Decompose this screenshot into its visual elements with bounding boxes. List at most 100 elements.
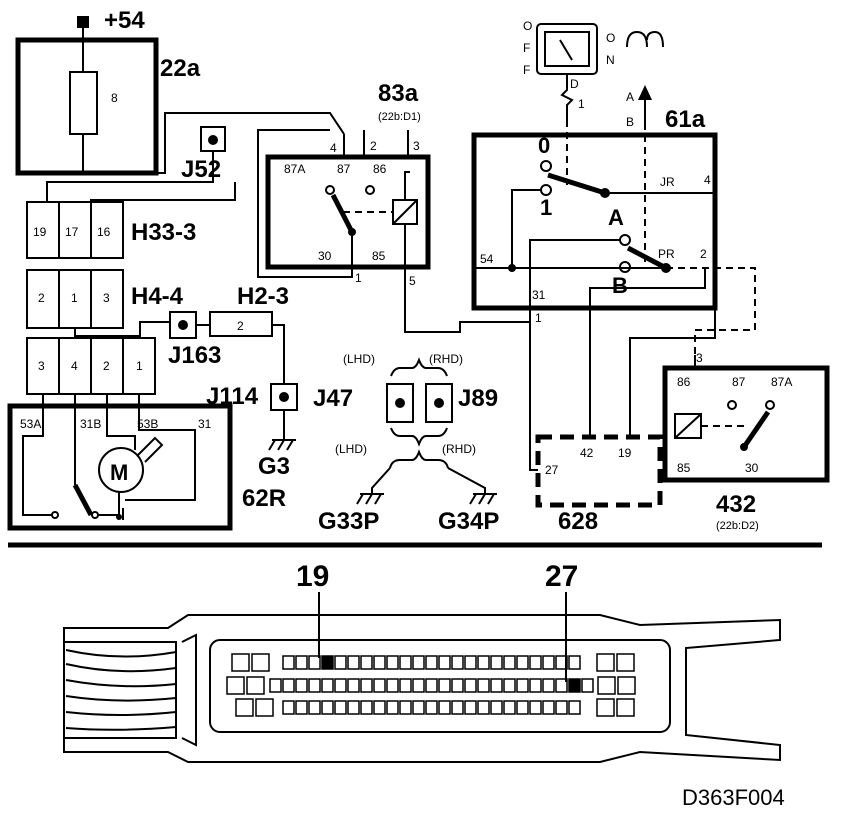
j89-pin <box>434 398 444 408</box>
wire-motor-53a <box>22 394 52 516</box>
h4-4-label: H4-4 <box>131 283 184 310</box>
fuse-box-22a: 8 22a <box>15 37 201 176</box>
contact-a <box>619 234 631 246</box>
relay-432-pin-87a: 87A <box>771 375 792 389</box>
wire-j52-branch <box>90 182 236 201</box>
connector-pin <box>490 655 503 670</box>
bundle-line-1 <box>65 649 177 658</box>
connector-pin <box>555 700 568 715</box>
connector-pin-large <box>596 653 615 672</box>
connector-pin-large <box>616 698 635 717</box>
ground-g34p-label: G34P <box>438 508 499 535</box>
wire-83a-85-to-61a <box>404 267 530 333</box>
ground-g34p-hatch-3 <box>487 493 495 505</box>
wiper-motor-pin-31b: 31B <box>80 417 101 431</box>
connector-h2-3: H2-3 2 <box>209 283 289 337</box>
ground-g3-hatch-3 <box>286 439 294 451</box>
connector-pin <box>516 700 529 715</box>
connector-pin <box>464 678 477 693</box>
ground-g3: G3 <box>258 439 296 480</box>
ground-g33p-hatch-2 <box>365 493 373 505</box>
arrow-label-b: B <box>626 115 634 129</box>
motor-symbol <box>98 447 144 493</box>
ground-g33p-hatch-3 <box>374 493 382 505</box>
switch-jr-label: JR <box>660 175 675 189</box>
relay-432-pin-87: 87 <box>732 375 746 389</box>
connector-pin <box>347 700 360 715</box>
callout-19: 19 <box>296 560 329 593</box>
switch-on-letter-2: N <box>606 53 615 67</box>
wiper-motor-pin-53a: 53A <box>20 417 41 431</box>
h33-3-label: H33-3 <box>131 219 196 246</box>
connector-pin-large <box>226 676 245 695</box>
switch-pr-pin: 2 <box>700 247 707 261</box>
supply-terminal-square <box>77 16 89 28</box>
supply-label: +54 <box>104 7 145 34</box>
h4-4-body <box>26 269 124 329</box>
connector-pin <box>295 655 308 670</box>
relay-83a-pin-30: 30 <box>318 249 332 263</box>
connector-pin <box>438 678 451 693</box>
connector-pin <box>282 655 295 670</box>
j163-label: J163 <box>168 342 221 369</box>
relay-83a-top-pin-3: 3 <box>413 139 420 153</box>
switch-lever <box>559 39 573 61</box>
ground-g3-hatch-1 <box>268 439 276 451</box>
j114-pin <box>279 392 289 402</box>
ground-g34p-hatch-1 <box>469 493 477 505</box>
connector-pin-large <box>597 676 616 695</box>
module-628-pin-42: 42 <box>580 446 594 460</box>
connector-pin <box>490 700 503 715</box>
wire-83a-30-loop <box>257 129 353 278</box>
j47-pin <box>395 398 405 408</box>
h33-3-pin-17: 17 <box>65 225 79 239</box>
ground-g3-hatch-2 <box>277 439 285 451</box>
connector-pin <box>503 655 516 670</box>
h2-3-label: H2-3 <box>237 283 289 310</box>
h4-4-pin-3: 3 <box>103 291 110 305</box>
connector-pin <box>269 678 282 693</box>
connector-pin <box>451 655 464 670</box>
ground-g3-label: G3 <box>258 453 290 480</box>
connector-pin <box>490 678 503 693</box>
bundle-line-6 <box>65 726 177 731</box>
connector-pin <box>542 678 555 693</box>
switch-on-letter-1: O <box>606 31 615 45</box>
h33-3-pin-16: 16 <box>97 225 111 239</box>
wiper-motor-pin-53b: 53B <box>137 417 158 431</box>
connector-pin <box>373 655 386 670</box>
wire-motor-53b <box>106 394 136 450</box>
figure-code: D363F004 <box>682 785 785 810</box>
j114-box <box>270 383 298 411</box>
relay-83a-ref: (22b:D1) <box>378 111 421 123</box>
j47-box <box>386 383 414 423</box>
contact-1 <box>540 184 552 196</box>
ground-g33p: G33P <box>318 493 384 535</box>
bundle-line-5 <box>65 711 177 716</box>
relay-83a-coil-diagonal <box>392 199 418 225</box>
relay-432-pin-86: 86 <box>677 375 691 389</box>
connector-pin <box>308 700 321 715</box>
j47-label: J47 <box>313 385 353 412</box>
relay-83a-top-pin-4: 4 <box>330 141 337 155</box>
switch-arm-upper <box>547 172 606 196</box>
wire-to-g33p <box>371 467 391 494</box>
bundle-line-2 <box>65 663 177 673</box>
connector-pin <box>477 678 490 693</box>
wire-bundle-lines <box>65 649 177 731</box>
relay-432-label: 432 <box>716 491 756 518</box>
j52-label: J52 <box>181 156 221 183</box>
relay-432-contact-87 <box>727 400 737 410</box>
module-628-frame <box>535 434 663 508</box>
h2-3-body <box>209 311 273 337</box>
wiper-switch-head: O F F O N D 1 <box>523 19 664 111</box>
wire-motor-31 <box>125 394 196 501</box>
relay-83a-bottom-pin-1: 1 <box>355 271 362 285</box>
connector-pin-large <box>246 676 265 695</box>
switch-off-letter-2: F <box>523 41 530 55</box>
switch-pos-0: 0 <box>538 133 550 158</box>
connector-pin <box>308 678 321 693</box>
connector-pin-large <box>616 653 635 672</box>
wire-61a-to-628 <box>529 322 538 471</box>
connector-outline <box>63 614 781 763</box>
